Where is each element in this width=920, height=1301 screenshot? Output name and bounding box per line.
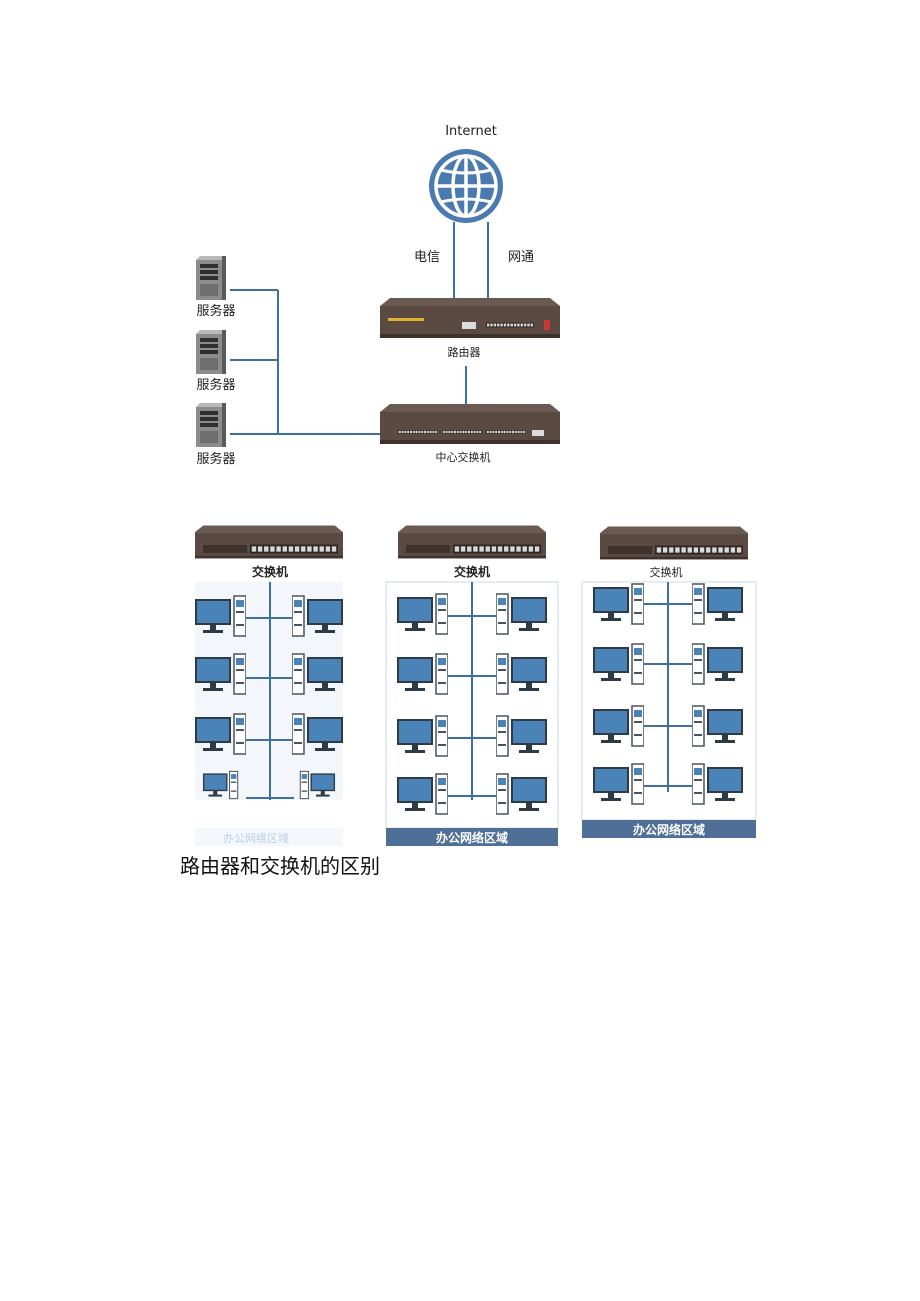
computer-icon xyxy=(195,595,246,637)
isp-left-label: 电信 xyxy=(414,250,440,265)
core-switch-label: 中心交换机 xyxy=(436,450,491,464)
server-icon xyxy=(196,403,226,447)
switch-device-icon xyxy=(195,525,343,559)
office-zone: 交换机 办公网络区域 xyxy=(385,525,559,846)
zone-label: 办公网络区域 xyxy=(223,831,289,845)
computer-icon xyxy=(292,595,343,637)
switch-label: 交换机 xyxy=(454,564,490,579)
switch-device-icon xyxy=(600,526,748,560)
switch-label: 交换机 xyxy=(650,565,683,579)
computer-icon xyxy=(593,643,644,685)
computer-icon xyxy=(692,705,743,747)
isp-right-label: 网通 xyxy=(508,250,534,265)
zone-label: 办公网络区域 xyxy=(633,822,705,837)
computer-icon xyxy=(292,653,343,695)
server-icon xyxy=(196,256,226,300)
server-icon xyxy=(196,330,226,374)
computer-icon xyxy=(496,593,547,635)
switch-label: 交换机 xyxy=(252,564,288,579)
internet-globe-icon xyxy=(429,149,503,223)
computer-icon xyxy=(397,653,448,695)
computer-icon xyxy=(496,773,547,815)
computer-icon xyxy=(292,713,343,755)
computer-icon xyxy=(593,705,644,747)
computer-icon xyxy=(299,770,336,800)
server-label: 服务器 xyxy=(196,303,235,319)
computer-icon xyxy=(496,715,547,757)
computer-icon xyxy=(397,773,448,815)
internet-label: Internet xyxy=(445,124,497,139)
server-label: 服务器 xyxy=(196,377,235,393)
diagram-caption: 路由器和交换机的区别 xyxy=(180,854,380,878)
computer-icon xyxy=(195,713,246,755)
server-links xyxy=(230,289,380,435)
computer-icon xyxy=(195,653,246,695)
office-zone: 交换机 办公网络区域 xyxy=(581,526,757,838)
core-switch-device-icon xyxy=(380,404,560,444)
computer-icon xyxy=(202,770,239,800)
computer-icon xyxy=(593,583,644,625)
switch-device-icon xyxy=(398,525,546,559)
zone-label: 办公网络区域 xyxy=(436,830,508,845)
computer-icon xyxy=(692,643,743,685)
computer-icon xyxy=(397,593,448,635)
server-label: 服务器 xyxy=(196,451,235,467)
router-label: 路由器 xyxy=(448,345,481,359)
computer-icon xyxy=(397,715,448,757)
computer-icon xyxy=(692,763,743,805)
computer-icon xyxy=(692,583,743,625)
router-device-icon xyxy=(380,298,560,338)
computer-icon xyxy=(496,653,547,695)
computer-icon xyxy=(593,763,644,805)
office-zone: 交换机 办公网络区域 xyxy=(195,525,343,846)
